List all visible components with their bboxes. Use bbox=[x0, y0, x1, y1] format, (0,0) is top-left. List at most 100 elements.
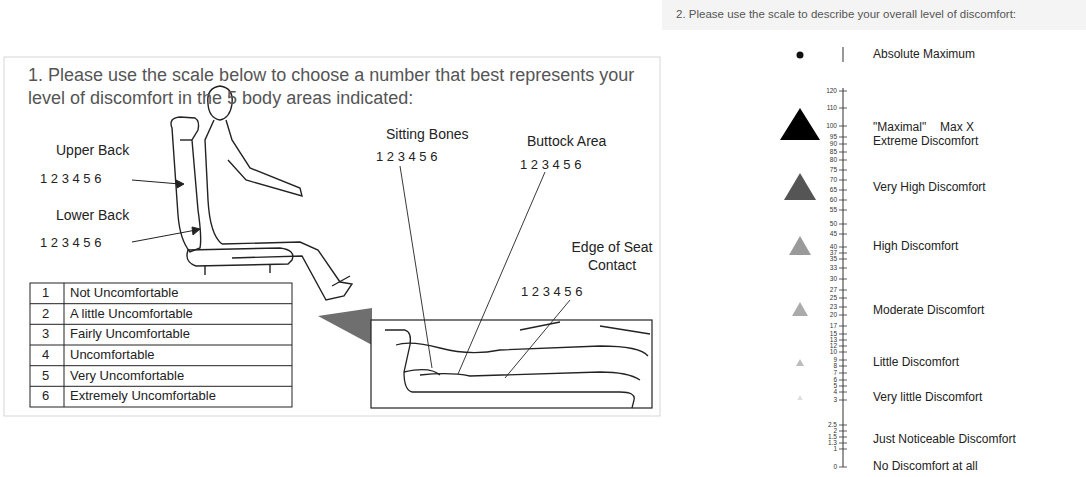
scale-number: 55 bbox=[830, 207, 837, 214]
scale-tick bbox=[839, 307, 847, 308]
scale-number: 4 bbox=[833, 389, 837, 396]
scale-tick bbox=[839, 326, 847, 327]
scale-number: 23 bbox=[830, 304, 837, 311]
scale-tick bbox=[839, 290, 847, 291]
scale-tick bbox=[839, 366, 847, 367]
scale-ticks bbox=[839, 91, 847, 467]
scale-tick bbox=[839, 373, 847, 374]
seat-figure bbox=[171, 86, 352, 300]
question-heading: 2. Please use the scale to describe your… bbox=[676, 8, 1016, 21]
scale-number: 50 bbox=[830, 221, 837, 228]
body-area-label: Edge of Seat Contact bbox=[566, 239, 658, 274]
scale-tick bbox=[839, 190, 847, 191]
scale-tick bbox=[839, 152, 847, 153]
inset-box bbox=[371, 320, 652, 408]
scale-table bbox=[30, 283, 292, 407]
scale-tick bbox=[839, 160, 847, 161]
scale-tick bbox=[839, 259, 847, 260]
scale-number: 75 bbox=[830, 167, 837, 174]
rating-numbers: 1 2 3 4 5 6 bbox=[376, 150, 437, 164]
scale-tick bbox=[839, 400, 847, 401]
scale-label: Moderate Discomfort bbox=[873, 304, 984, 317]
table-cell: Very Uncomfortable bbox=[70, 369, 184, 383]
scale-tick bbox=[839, 91, 847, 92]
table-cell: 3 bbox=[42, 327, 49, 341]
scale-tick bbox=[839, 144, 847, 145]
scale-tick bbox=[839, 386, 847, 387]
scale-tick bbox=[839, 170, 847, 171]
inset-pointer bbox=[318, 308, 372, 345]
scale-tick bbox=[839, 425, 847, 426]
scale-tick bbox=[839, 224, 847, 225]
scale-number: 3 bbox=[833, 397, 837, 404]
scale-number: 85 bbox=[830, 149, 837, 156]
table-cell: Not Uncomfortable bbox=[70, 286, 178, 300]
scale-tick bbox=[839, 449, 847, 450]
scale-tick bbox=[839, 437, 847, 438]
scale-label: "Maximal" bbox=[873, 121, 926, 134]
scale-number: 60 bbox=[830, 197, 837, 204]
discomfort-triangle bbox=[780, 108, 820, 400]
scale-number: 20 bbox=[830, 312, 837, 319]
body-area-label: Lower Back bbox=[56, 208, 129, 223]
rating-numbers: 1 2 3 4 5 6 bbox=[521, 285, 582, 299]
scale-tick bbox=[839, 234, 847, 235]
right-header-band bbox=[662, 0, 1086, 30]
scale-number: 10 bbox=[830, 349, 837, 356]
max-dot bbox=[797, 52, 804, 59]
scale-tick bbox=[839, 431, 847, 432]
rating-numbers: 1 2 3 4 5 6 bbox=[520, 158, 581, 172]
scale-tick bbox=[839, 360, 847, 361]
scale-tick bbox=[839, 467, 847, 468]
table-cell: 2 bbox=[42, 307, 49, 321]
scale-tick bbox=[839, 210, 847, 211]
scale-tick bbox=[839, 443, 847, 444]
scale-number: 65 bbox=[830, 187, 837, 194]
table-cell: Extremely Uncomfortable bbox=[70, 389, 216, 403]
scale-number: 100 bbox=[826, 123, 837, 130]
scale-number: 35 bbox=[830, 256, 837, 263]
scale-tick bbox=[839, 340, 847, 341]
table-cell: 5 bbox=[42, 369, 49, 383]
leader-arrow bbox=[132, 180, 200, 242]
scale-number: 27 bbox=[830, 287, 837, 294]
body-area-label: Upper Back bbox=[56, 143, 129, 158]
scale-tick bbox=[839, 253, 847, 254]
scale-tick bbox=[839, 180, 847, 181]
inset-seat bbox=[385, 322, 650, 408]
scale-tick bbox=[839, 268, 847, 269]
scale-label: No Discomfort at all bbox=[873, 460, 978, 473]
body-area-label: Sitting Bones bbox=[386, 127, 469, 142]
scale-label: High Discomfort bbox=[873, 240, 958, 253]
scale-label: Absolute Maximum bbox=[873, 48, 975, 61]
scale-number: 80 bbox=[830, 157, 837, 164]
scale-tick bbox=[839, 279, 847, 280]
scale-label: Little Discomfort bbox=[873, 356, 959, 369]
scale-tick bbox=[839, 247, 847, 248]
scale-number: 17 bbox=[830, 323, 837, 330]
scale-number: 25 bbox=[830, 295, 837, 302]
axis-stub bbox=[843, 47, 844, 62]
scale-tick bbox=[839, 126, 847, 127]
scale-tick bbox=[839, 392, 847, 393]
scale-number: 33 bbox=[830, 265, 837, 272]
scale-number: 70 bbox=[830, 177, 837, 184]
scale-label: Very High Discomfort bbox=[873, 181, 986, 194]
table-cell: 6 bbox=[42, 389, 49, 403]
table-cell: A little Uncomfortable bbox=[70, 307, 193, 321]
table-cell: 4 bbox=[42, 348, 49, 362]
scale-number: 90 bbox=[830, 141, 837, 148]
scale-label: Max X bbox=[940, 121, 974, 134]
left-panel bbox=[4, 57, 660, 416]
table-cell: 1 bbox=[42, 286, 49, 300]
scale-tick bbox=[839, 108, 847, 109]
scale-label: Extreme Discomfort bbox=[873, 135, 978, 148]
scale-number: 8 bbox=[833, 363, 837, 370]
table-cell: Uncomfortable bbox=[70, 348, 155, 362]
scale-tick bbox=[839, 352, 847, 353]
leader-line bbox=[400, 166, 570, 378]
scale-tick bbox=[839, 334, 847, 335]
question-heading: 1. Please use the scale below to choose … bbox=[28, 64, 653, 109]
scale-number: 120 bbox=[826, 88, 837, 95]
rating-numbers: 1 2 3 4 5 6 bbox=[40, 172, 101, 186]
